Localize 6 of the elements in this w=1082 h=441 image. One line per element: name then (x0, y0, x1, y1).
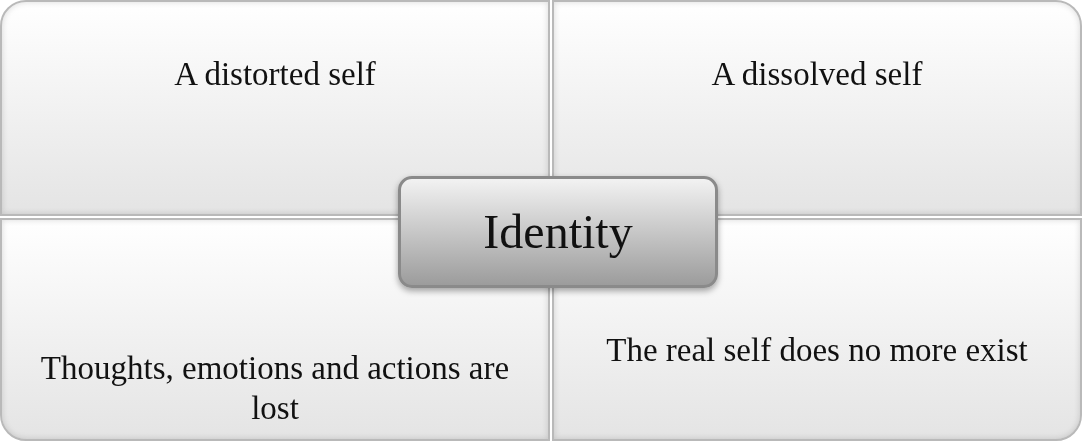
box-text: The real self does no more exist (605, 331, 1029, 370)
box-text: Identity (483, 204, 633, 260)
center-box (398, 176, 718, 288)
box-text: Thoughts, emotions and actions are lost (39, 349, 511, 428)
box-text: A dissolved self (710, 55, 924, 94)
box-text: A distorted self (173, 55, 377, 94)
